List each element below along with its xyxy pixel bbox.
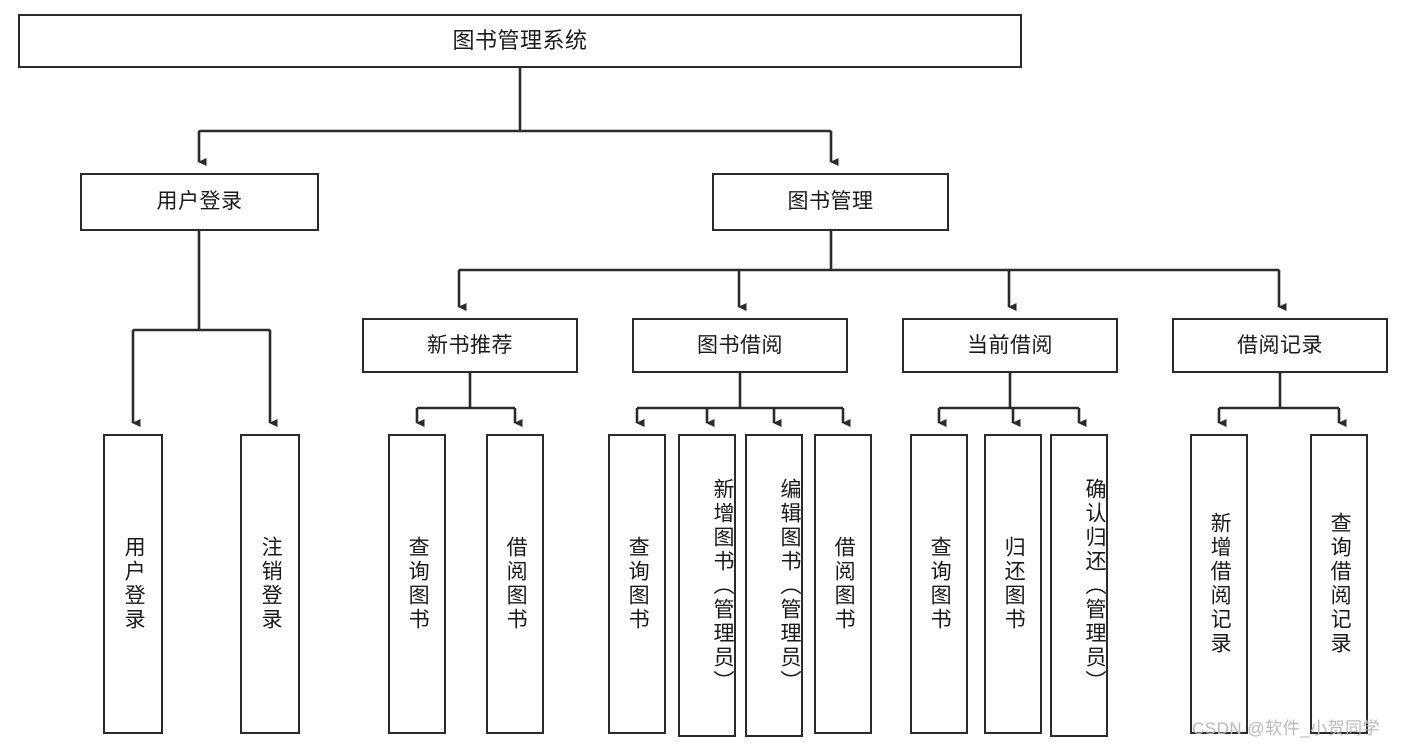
leaf-query-book-borrow[interactable]: 查询图书 [608, 434, 666, 734]
node-current-borrow[interactable]: 当前借阅 [902, 318, 1118, 373]
leaf-borrow-book-recommend[interactable]: 借阅图书 [486, 434, 544, 734]
node-root-system[interactable]: 图书管理系统 [18, 14, 1022, 68]
leaf-return-book[interactable]: 归还图书 [984, 434, 1042, 734]
leaf-borrow-book[interactable]: 借阅图书 [814, 434, 872, 734]
leaf-edit-book-admin[interactable]: 编辑图书（管理员） [745, 434, 803, 737]
node-book-borrow[interactable]: 图书借阅 [632, 318, 848, 373]
leaf-query-book-current[interactable]: 查询图书 [910, 434, 968, 734]
node-book-management[interactable]: 图书管理 [712, 173, 949, 231]
watermark-text: CSDN @软件_小贺同学 [1192, 719, 1381, 738]
leaf-confirm-return-admin[interactable]: 确认归还（管理员） [1050, 434, 1108, 737]
leaf-query-borrow-record[interactable]: 查询借阅记录 [1310, 434, 1368, 734]
node-borrow-record[interactable]: 借阅记录 [1172, 318, 1388, 373]
node-user-login[interactable]: 用户登录 [80, 173, 319, 231]
leaf-user-login[interactable]: 用户登录 [103, 434, 163, 734]
node-new-book-recommend[interactable]: 新书推荐 [362, 318, 578, 373]
leaf-user-logout[interactable]: 注销登录 [240, 434, 300, 734]
leaf-add-borrow-record[interactable]: 新增借阅记录 [1190, 434, 1248, 734]
leaf-query-book-recommend[interactable]: 查询图书 [388, 434, 446, 734]
leaf-add-book-admin[interactable]: 新增图书（管理员） [678, 434, 736, 737]
